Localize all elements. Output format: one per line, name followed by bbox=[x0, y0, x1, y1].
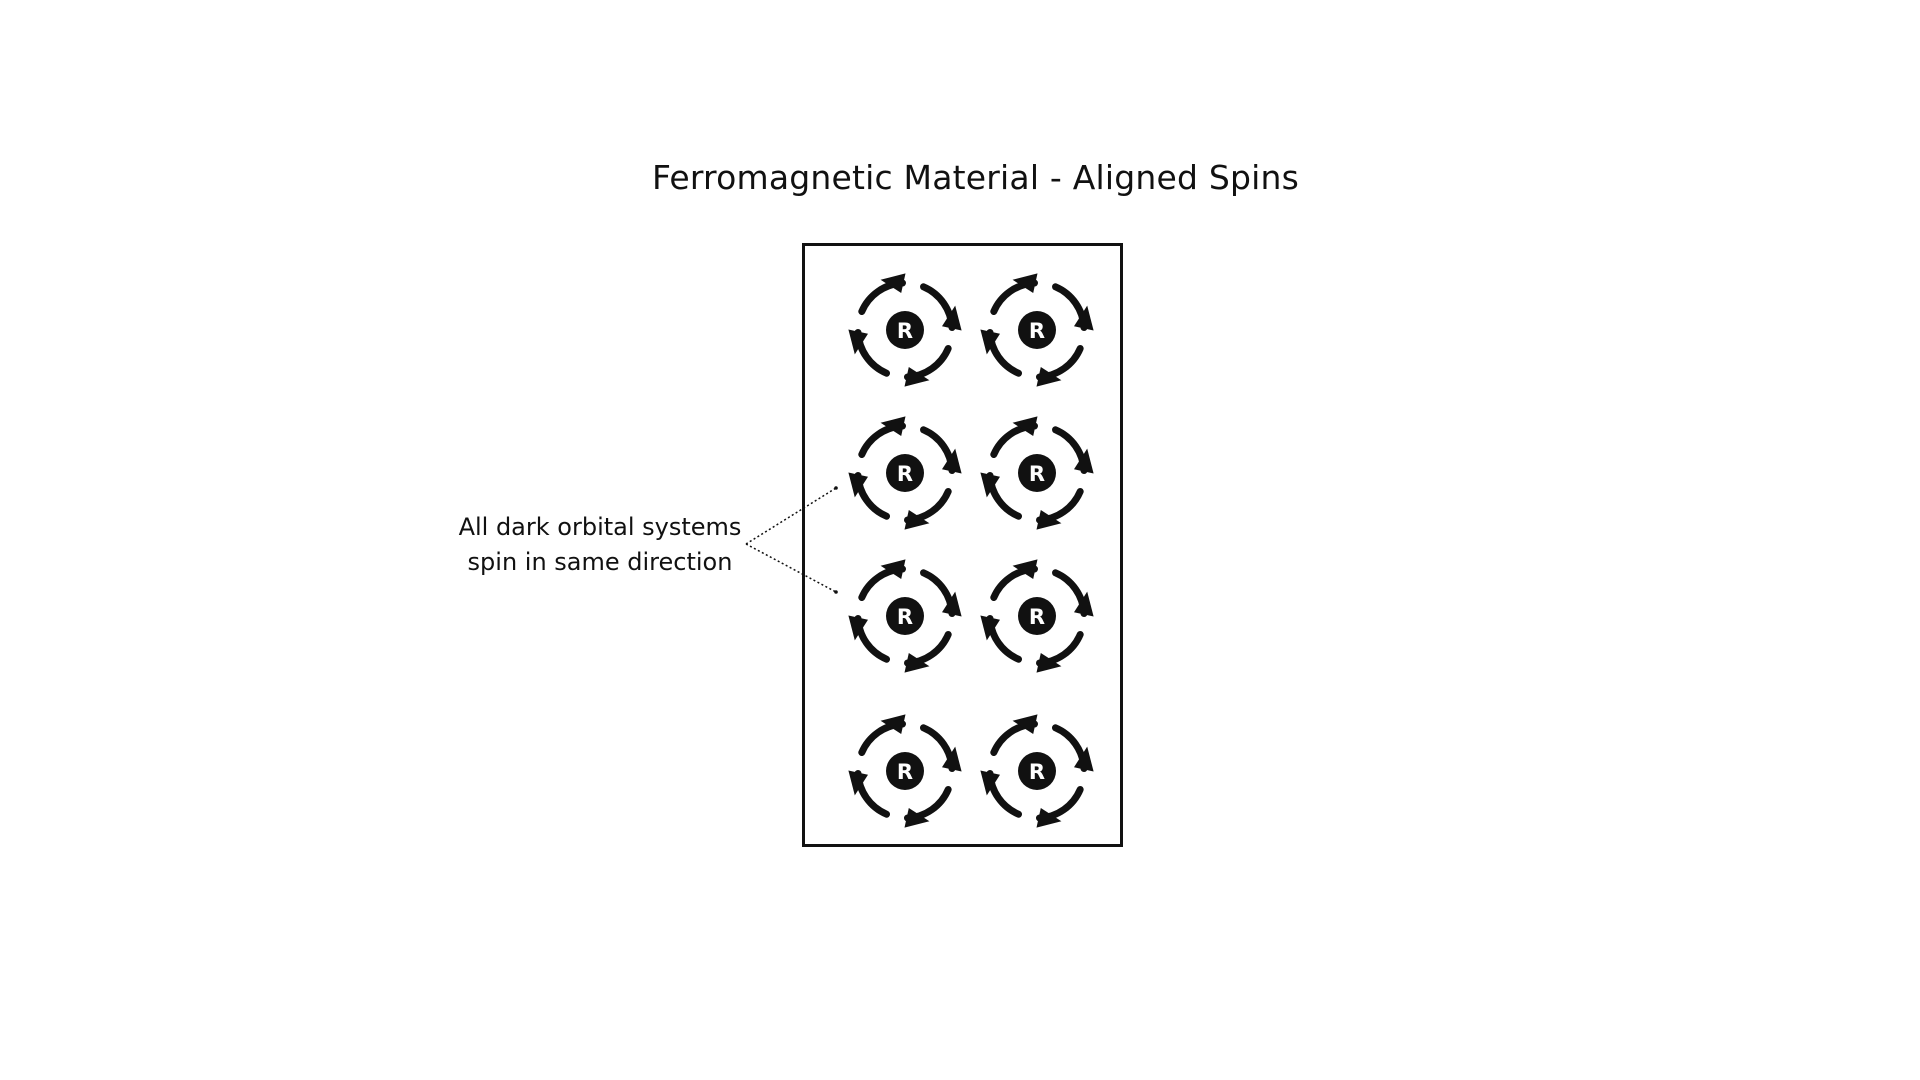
leader-end-dot bbox=[834, 590, 838, 594]
orbital-system: R bbox=[980, 559, 1093, 672]
atom-core bbox=[1018, 752, 1056, 790]
spin-annotation: All dark orbital systems spin in same di… bbox=[400, 510, 800, 580]
atom-label: R bbox=[897, 760, 913, 784]
diagram-title: Ferromagnetic Material - Aligned Spins bbox=[651, 158, 1299, 197]
atom-label: R bbox=[897, 462, 913, 486]
orbital-system: R bbox=[980, 416, 1093, 529]
leader-line-lower bbox=[745, 543, 837, 593]
leader-line-upper bbox=[745, 487, 837, 545]
atom-core bbox=[1018, 311, 1056, 349]
orbital-system: R bbox=[980, 714, 1093, 827]
material-boundary bbox=[802, 243, 1123, 847]
atom-core bbox=[886, 454, 924, 492]
atom-label: R bbox=[897, 605, 913, 629]
orbital-system: R bbox=[848, 714, 961, 827]
orbital-system: R bbox=[848, 416, 961, 529]
atom-label: R bbox=[1029, 605, 1045, 629]
atom-core bbox=[1018, 454, 1056, 492]
atom-label: R bbox=[1029, 760, 1045, 784]
atom-core bbox=[886, 752, 924, 790]
orbital-system: R bbox=[980, 273, 1093, 386]
atom-label: R bbox=[1029, 319, 1045, 343]
atom-core bbox=[1018, 597, 1056, 635]
annotation-line-2: spin in same direction bbox=[467, 548, 733, 576]
atom-core bbox=[886, 597, 924, 635]
annotation-line-1: All dark orbital systems bbox=[458, 513, 742, 541]
orbital-system: R bbox=[848, 559, 961, 672]
leader-end-dot bbox=[834, 486, 838, 490]
atom-label: R bbox=[1029, 462, 1045, 486]
orbital-system: R bbox=[848, 273, 961, 386]
atom-label: R bbox=[897, 319, 913, 343]
atom-core bbox=[886, 311, 924, 349]
annotation-leader-lines bbox=[745, 487, 837, 593]
